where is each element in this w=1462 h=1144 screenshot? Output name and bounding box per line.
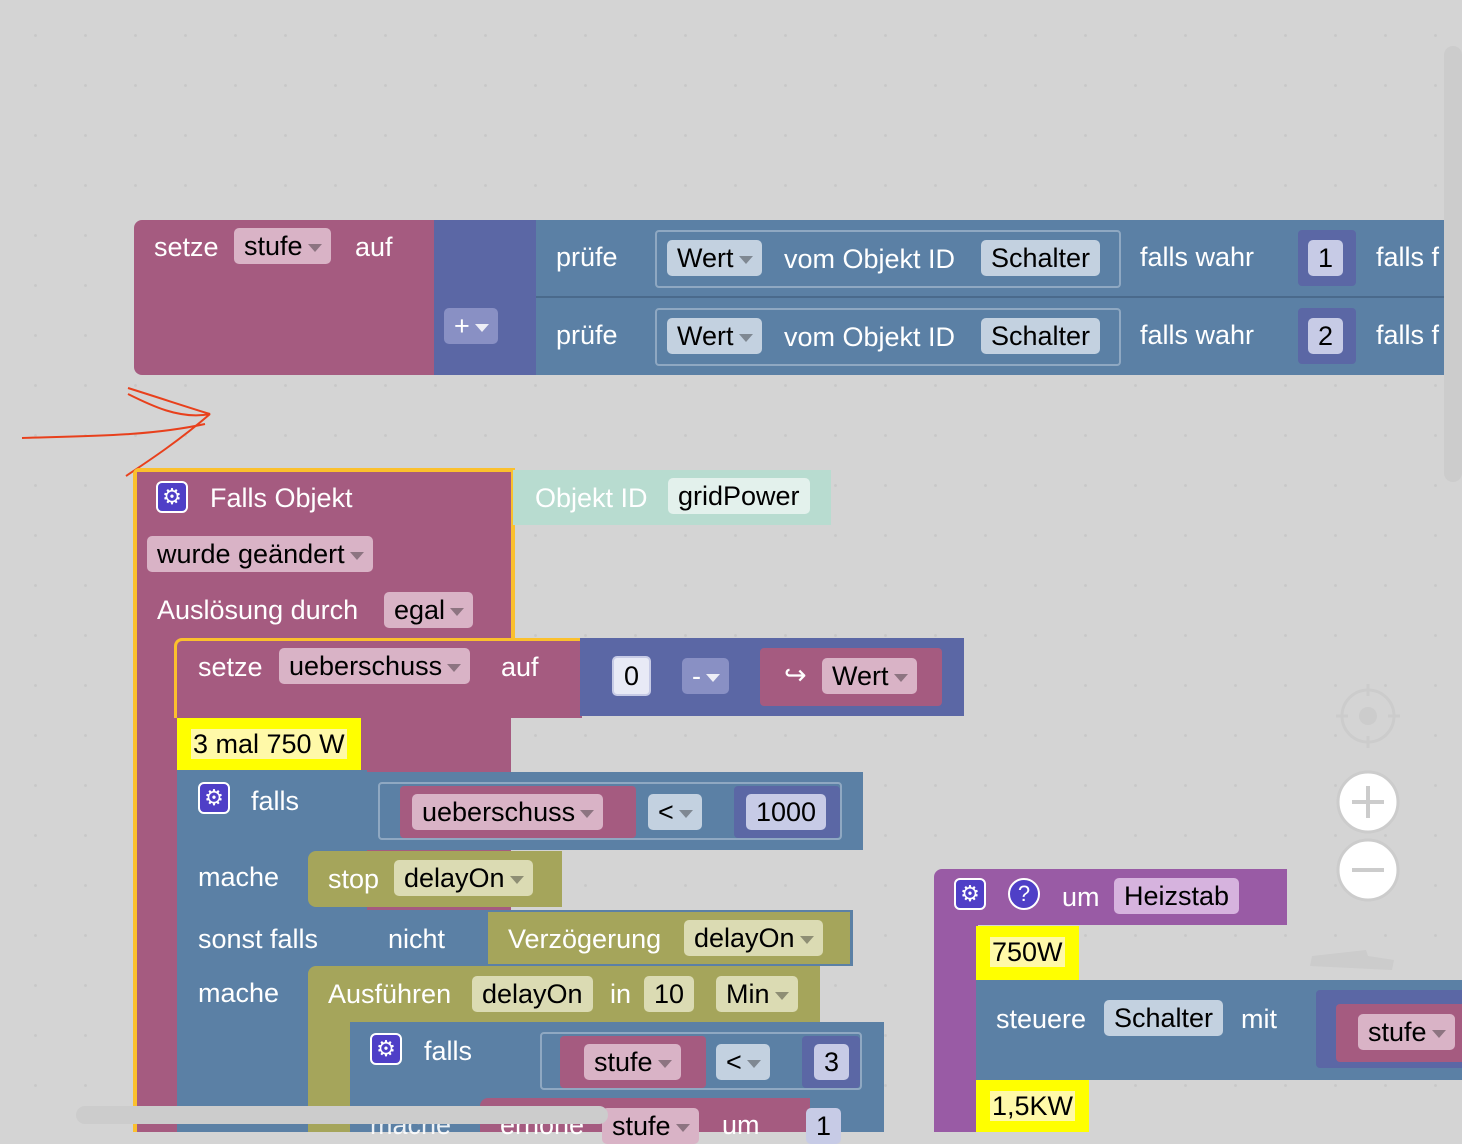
comment-750w[interactable]: 750W [976,926,1079,980]
help-icon[interactable]: ? [1008,878,1040,910]
falls-wahr-label-2: falls wahr [1140,320,1255,350]
vom-label-1: vom Objekt ID [784,244,956,274]
inner-falls-label: falls [424,1036,473,1066]
inner-falls-settings-icon[interactable]: ⚙ [370,1033,402,1065]
aus-var-field[interactable]: delayOn [472,976,593,1012]
comment-15kw[interactable]: 1,5KW [976,1080,1090,1132]
inner-val-field[interactable]: 3 [814,1044,850,1080]
objekt-id-field[interactable]: gridPower [668,478,810,514]
comment-3mal750[interactable]: 3 mal 750 W [177,718,361,772]
sonst-falls-label: sonst falls [198,924,319,954]
inner-op-dropdown[interactable]: < [716,1044,770,1080]
function-settings-icon[interactable]: ⚙ [954,878,986,910]
return-arrow-icon: ↪ [784,660,807,690]
in-label: in [610,979,632,1009]
setze-label: setze [154,232,219,262]
mache-label: mache [198,862,280,892]
ausfuehren-label: Ausführen [328,979,452,1009]
event-dropdown[interactable]: wurde geändert [147,536,373,572]
falls-falsch-label-1: falls f [1376,242,1440,272]
falls-falsch-label-2: falls f [1376,320,1440,350]
stop-label: stop [328,864,380,894]
um-val-field[interactable]: 1 [806,1108,842,1144]
stop-var-dropdown[interactable]: delayOn [394,860,533,896]
plus-dropdown[interactable]: + [444,308,498,344]
mache2-label: mache [198,978,280,1008]
min-dropdown[interactable]: Min [716,976,798,1012]
schalter-field[interactable]: Schalter [1104,1000,1224,1036]
zoom-out-icon[interactable] [1334,836,1402,904]
wert-dropdown[interactable]: Wert [822,658,917,694]
objekt-id-field-1[interactable]: Schalter [981,240,1101,276]
vom-label-2: vom Objekt ID [784,322,956,352]
set-ueberschuss-label: setze [198,652,263,682]
steuere-label: steuere [996,1004,1087,1034]
pruefe-label-1: prüfe [556,242,618,272]
trigger-title: Falls Objekt [210,483,353,513]
in-val-field[interactable]: 10 [644,976,695,1012]
wert-dropdown-2[interactable]: Wert [667,318,762,354]
wert-dropdown-1[interactable]: Wert [667,240,762,276]
number-field-1[interactable]: 1 [1308,240,1344,276]
objekt-id-label: Objekt ID [535,483,648,513]
nicht-label: nicht [388,924,446,954]
falls-label: falls [251,786,300,816]
mit-label: mit [1241,1004,1277,1034]
var-dropdown[interactable]: stufe [234,228,331,264]
minus-dropdown[interactable]: - [682,658,729,694]
function-um-label: um [1062,882,1100,912]
cond-var-dropdown[interactable]: ueberschuss [412,794,604,830]
horizontal-scrollbar[interactable] [76,1106,608,1124]
um-label: um [722,1110,760,1140]
verz-var-dropdown[interactable]: delayOn [684,920,823,956]
zoom-in-icon[interactable] [1334,768,1402,836]
number-field-2[interactable]: 2 [1308,318,1344,354]
erhoehe-var-dropdown[interactable]: stufe [602,1108,699,1144]
verzoegerung-label: Verzögerung [508,924,662,954]
set-auf-label: auf [501,652,539,682]
ausloesung-label: Auslösung durch [157,595,359,625]
function-name-field[interactable]: Heizstab [1114,878,1240,914]
trash-lid-icon[interactable] [1306,946,1398,976]
objekt-id-field-2[interactable]: Schalter [981,318,1101,354]
auf-label: auf [355,232,393,262]
ausloesung-dropdown[interactable]: egal [384,592,474,628]
cond-val-field[interactable]: 1000 [746,794,827,830]
recenter-icon[interactable] [1332,682,1404,754]
trigger-settings-icon[interactable]: ⚙ [156,481,188,513]
pruefe-label-2: prüfe [556,320,618,350]
ueberschuss-var-dropdown[interactable]: ueberschuss [279,648,471,684]
falls-settings-icon[interactable]: ⚙ [198,782,230,814]
function-stufe-dropdown[interactable]: stufe [1358,1014,1455,1050]
inner-var-dropdown[interactable]: stufe [584,1044,681,1080]
falls-wahr-label-1: falls wahr [1140,242,1255,272]
vertical-scrollbar[interactable] [1444,46,1462,482]
zero-field[interactable]: 0 [612,656,652,696]
cond-op-dropdown[interactable]: < [648,794,702,830]
